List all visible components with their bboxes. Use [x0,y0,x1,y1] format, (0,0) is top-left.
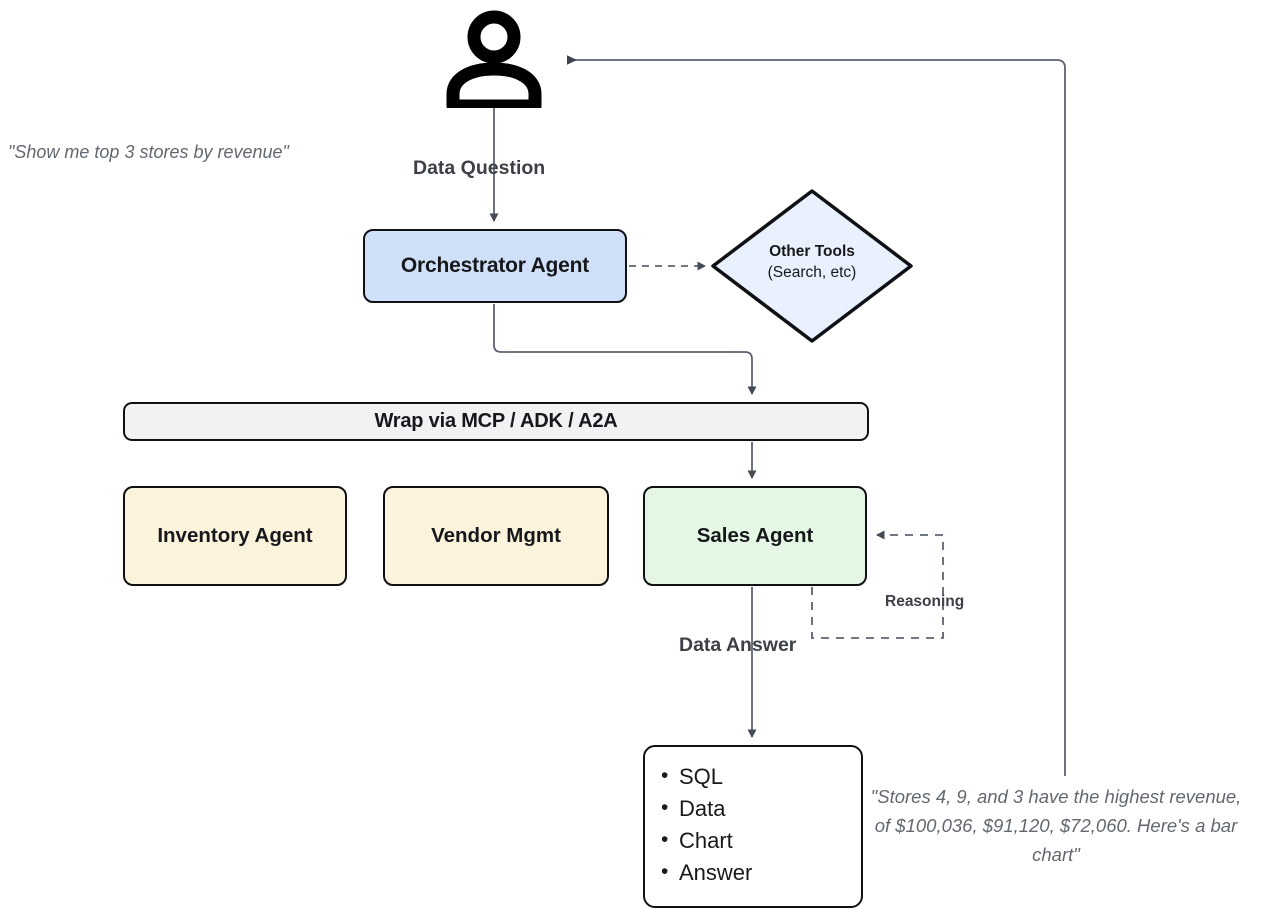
sales-agent-label: Sales Agent [696,524,814,547]
node-orchestrator-agent[interactable]: Orchestrator Agent [363,229,627,303]
inventory-agent-label: Inventory Agent [157,524,313,547]
list-item: Chart [661,824,861,857]
other-tools-subtitle: (Search, etc) [767,264,857,281]
node-other-tools[interactable]: Other Tools (Search, etc) [711,189,913,343]
node-wrap-via-mcp-adk-a2a[interactable]: Wrap via MCP / ADK / A2A [123,402,869,441]
list-item: Answer [661,856,861,889]
output-artifacts-list: SQL Data Chart Answer [645,747,861,889]
other-tools-label: Other Tools (Search, etc) [711,241,913,283]
edge-label-data-question: Data Question [413,157,546,179]
node-vendor-mgmt[interactable]: Vendor Mgmt [383,486,609,586]
orchestrator-agent-label: Orchestrator Agent [400,254,590,277]
node-sales-agent[interactable]: Sales Agent [643,486,867,586]
edge-label-reasoning: Reasoning [885,593,965,610]
vendor-mgmt-label: Vendor Mgmt [431,524,561,547]
node-output-artifacts[interactable]: SQL Data Chart Answer [643,745,863,908]
list-item: Data [661,792,861,825]
edge-label-data-answer: Data Answer [679,634,797,656]
other-tools-title: Other Tools [769,243,855,260]
person-icon [445,10,543,113]
list-item: SQL [661,760,861,793]
user-question-quote: "Show me top 3 stores by revenue" [8,142,289,162]
assistant-answer-quote: "Stores 4, 9, and 3 have the highest rev… [870,786,1242,865]
mcp-wrapper-label: Wrap via MCP / ADK / A2A [374,410,618,432]
node-inventory-agent[interactable]: Inventory Agent [123,486,347,586]
